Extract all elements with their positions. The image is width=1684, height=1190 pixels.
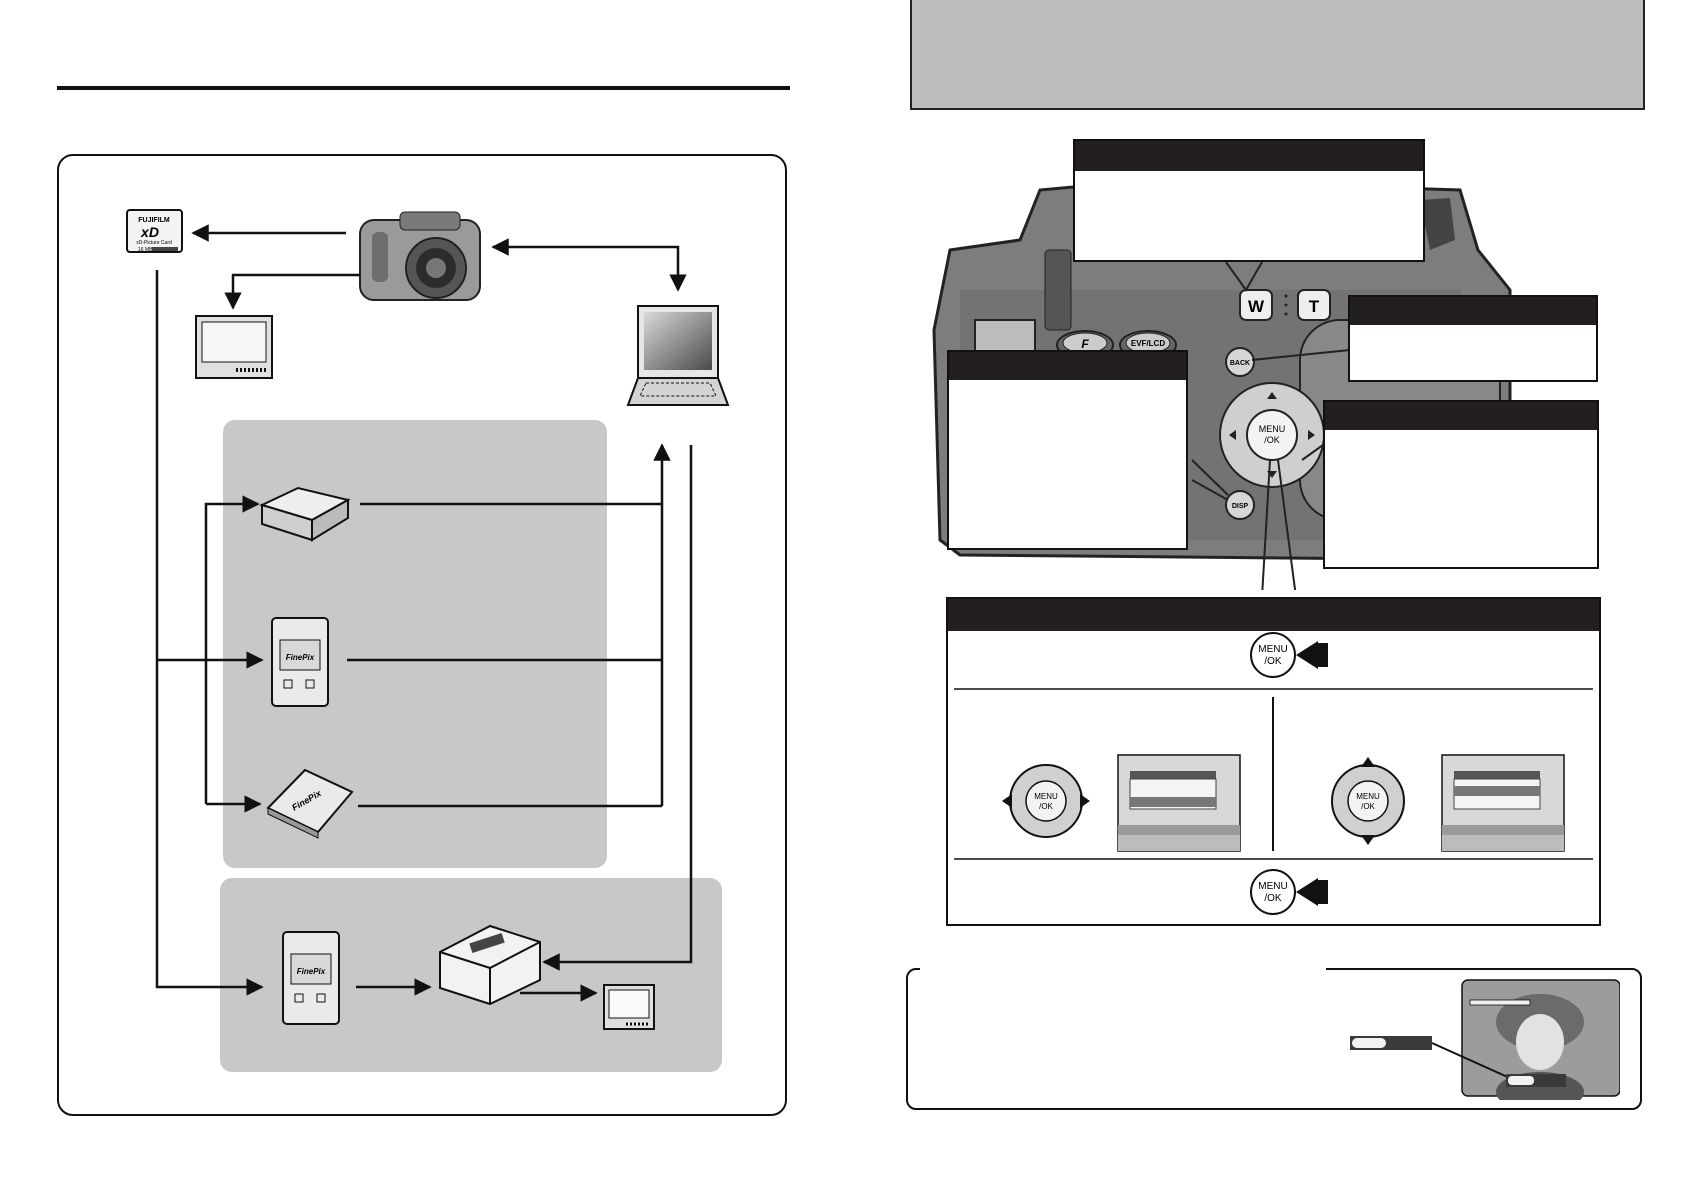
menu-operation-diagram: MENU /OK MENU /OK MENU /OK: [954, 632, 1593, 915]
menu-ok-button[interactable]: MENU /OK: [1246, 409, 1298, 461]
bottom-info-title-rule: [920, 966, 1326, 972]
evf-lcd-button-label: EVF/LCD: [1131, 339, 1165, 348]
finepix-label: FinePix: [286, 653, 315, 662]
menu-ok-step3-line1: MENU: [1258, 881, 1287, 892]
t-button[interactable]: T: [1297, 289, 1331, 321]
w-button-label: W: [1248, 297, 1265, 316]
menu-ok-button-line2: /OK: [1264, 435, 1280, 445]
indicator-bar-legend: [1350, 1036, 1513, 1080]
pad-ud-line1: MENU: [1356, 792, 1380, 801]
finepix-label-printer: FinePix: [297, 967, 326, 976]
menu-ok-step3-icon: MENU /OK: [1250, 869, 1328, 915]
pad-lr-line2: /OK: [1039, 802, 1053, 811]
connection-lines: [155, 224, 693, 1002]
disp-button-callout: [947, 350, 1188, 550]
menu-ok-step3-line2: /OK: [1264, 893, 1282, 904]
card-reader-image: [259, 486, 351, 542]
menu-ok-button-line1: MENU: [1259, 424, 1286, 434]
portrait-preview-image: [1461, 979, 1620, 1100]
bottom-info-illustration: [1350, 979, 1620, 1100]
connection-diagram-frame: [57, 154, 787, 1116]
xd-card-image: FUJIFILM xD xD-Picture Card 16 MB: [126, 209, 183, 253]
pad-left-right-icon: MENU /OK: [1002, 764, 1090, 838]
four-way-pad-callout: [1323, 400, 1599, 569]
xd-logo-text: xD: [140, 224, 159, 240]
t-button-label: T: [1309, 297, 1320, 316]
tv-image: [195, 315, 273, 379]
camera-image: [359, 211, 481, 301]
lcd-menu-screen-right: [1441, 754, 1565, 852]
laptop-image: [626, 305, 730, 406]
xd-size-text: 16 MB: [138, 247, 153, 253]
zoom-divider-dots: [1284, 294, 1288, 316]
left-page-rule: [57, 86, 790, 90]
pad-lr-line1: MENU: [1034, 792, 1058, 801]
disp-button[interactable]: DISP: [1225, 490, 1255, 520]
zoom-callout-header: [1075, 141, 1423, 171]
menu-ok-step1-line2: /OK: [1264, 656, 1282, 667]
connection-diagram: FUJIFILM xD xD-Picture Card 16 MB: [126, 209, 730, 1072]
printer-image: [439, 924, 541, 1006]
xd-brand-text: FUJIFILM: [138, 217, 170, 224]
pc-card-adapter-image: FinePix: [271, 617, 329, 707]
back-callout-header: [1350, 297, 1596, 325]
pc-card-adapter-printer-image: FinePix: [282, 931, 340, 1025]
small-tv-image: [603, 984, 655, 1030]
f-button-label: F: [1081, 337, 1089, 351]
menu-box-header: [948, 599, 1599, 631]
back-button-callout: [1348, 295, 1598, 382]
disp-callout-header: [949, 352, 1186, 380]
pad-ud-line2: /OK: [1361, 802, 1375, 811]
menu-ok-step1-icon: MENU /OK: [1250, 632, 1328, 678]
zoom-buttons-callout: [1073, 139, 1425, 262]
pad-callout-header: [1325, 402, 1597, 430]
right-page-header-box: [910, 0, 1645, 110]
compactflash-adapter-image: FinePix: [266, 768, 354, 839]
pad-up-down-icon: MENU /OK: [1331, 757, 1405, 845]
indicator-bar-on-screen: [1506, 1074, 1566, 1087]
xd-sub-text: xD-Picture Card: [136, 240, 172, 246]
back-button[interactable]: BACK: [1225, 347, 1255, 377]
back-button-label: BACK: [1230, 360, 1250, 367]
disp-button-label: DISP: [1232, 503, 1249, 510]
w-button[interactable]: W: [1239, 289, 1273, 321]
lcd-menu-screen-left: [1117, 754, 1241, 852]
menu-ok-step1-line1: MENU: [1258, 644, 1287, 655]
